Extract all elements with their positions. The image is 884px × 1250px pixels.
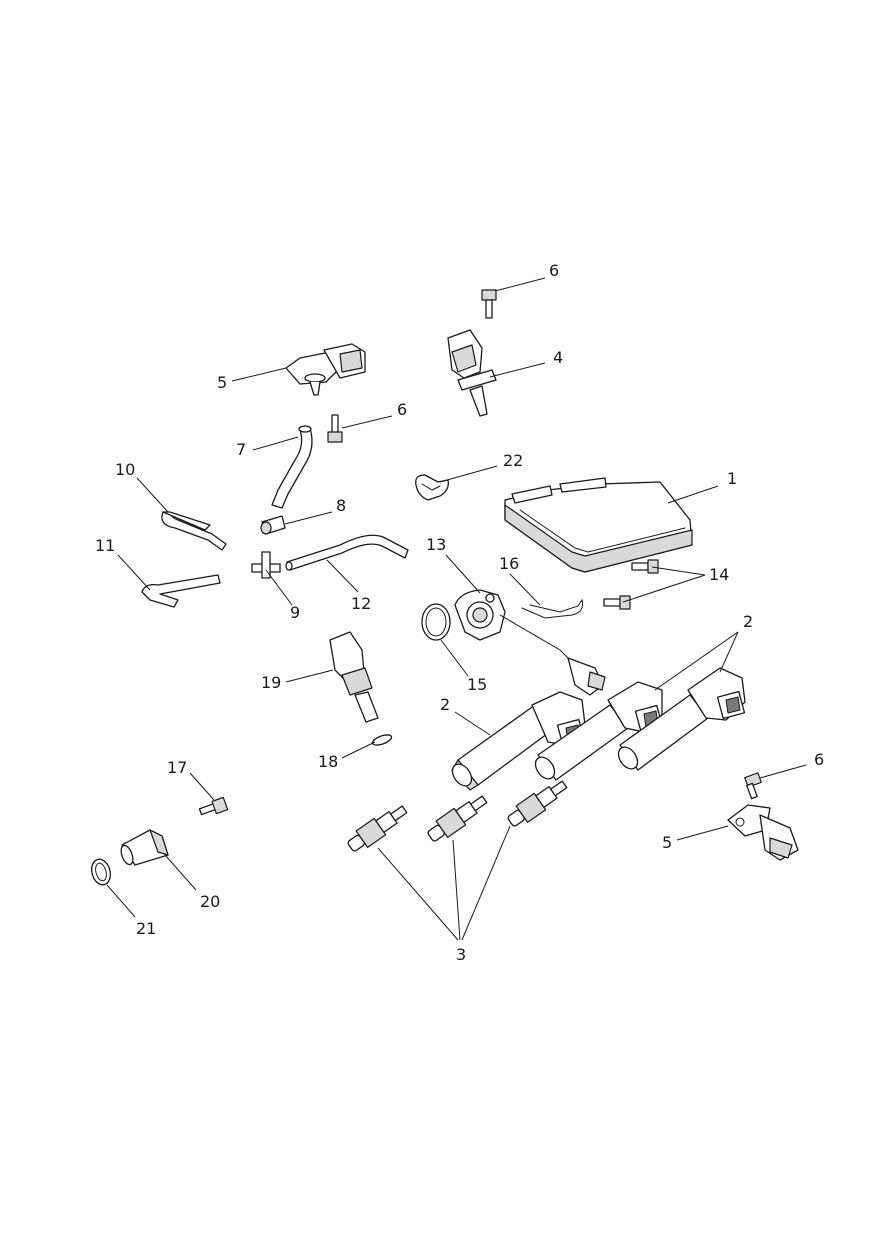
callout-2: 2	[743, 612, 753, 631]
callout-10: 10	[115, 460, 135, 479]
callout-labels: 6 4 5 6 7 22 1 10 8 11 13 16 14 9 12 2 1…	[95, 261, 824, 964]
callout-21: 21	[136, 919, 156, 938]
part-14-screw-b[interactable]	[603, 595, 631, 610]
part-5-sensor-lower[interactable]	[727, 804, 799, 861]
part-15-o-ring[interactable]	[421, 603, 451, 641]
callout-20: 20	[200, 892, 220, 911]
callout-1: 1	[727, 469, 737, 488]
leader-lines	[106, 277, 807, 941]
part-16-wire-clip[interactable]	[521, 598, 583, 619]
callout-16: 16	[499, 554, 519, 573]
part-4-sensor[interactable]	[447, 329, 497, 417]
part-6-bolt-a[interactable]	[481, 289, 497, 319]
part-5-map-sensor-upper[interactable]	[285, 343, 366, 396]
part-21-seal[interactable]	[89, 857, 113, 887]
callout-7: 7	[236, 440, 246, 459]
part-3-spark-plugs[interactable]	[345, 776, 571, 855]
part-9-t-connector[interactable]	[251, 551, 281, 579]
part-7-hose[interactable]	[271, 425, 313, 509]
callout-9: 9	[290, 603, 300, 622]
callout-19: 19	[261, 673, 281, 692]
callout-22: 22	[503, 451, 523, 470]
callout-6: 6	[397, 400, 407, 419]
callout-11: 11	[95, 536, 115, 555]
part-8-clamp[interactable]	[260, 515, 286, 535]
callout-17: 17	[167, 758, 187, 777]
callout-6: 6	[814, 750, 824, 769]
part-10-hose[interactable]	[161, 511, 227, 551]
part-14-screw-a[interactable]	[631, 559, 659, 574]
part-1-ecu[interactable]	[504, 477, 693, 573]
callout-18: 18	[318, 752, 338, 771]
callout-3: 3	[456, 945, 466, 964]
part-6-bolt-b[interactable]	[327, 414, 343, 443]
callout-4: 4	[553, 348, 563, 367]
callout-5: 5	[217, 373, 227, 392]
part-13-throttle-sensor[interactable]	[454, 589, 606, 696]
part-20-sensor[interactable]	[119, 829, 169, 866]
callout-2: 2	[440, 695, 450, 714]
part-19-temp-sensor[interactable]	[329, 631, 379, 723]
callout-12: 12	[351, 594, 371, 613]
part-2-ignition-coils[interactable]	[449, 667, 746, 791]
part-12-hose[interactable]	[285, 534, 409, 571]
callout-15: 15	[467, 675, 487, 694]
part-22-clip[interactable]	[415, 474, 449, 501]
part-6-bolt-c[interactable]	[744, 772, 762, 800]
callout-13: 13	[426, 535, 446, 554]
callout-6: 6	[549, 261, 559, 280]
part-17-bolt[interactable]	[198, 796, 229, 816]
callout-8: 8	[336, 496, 346, 515]
part-18-washer[interactable]	[371, 733, 393, 747]
callout-14: 14	[709, 565, 729, 584]
part-11-hose[interactable]	[141, 574, 221, 608]
callout-5: 5	[662, 833, 672, 852]
